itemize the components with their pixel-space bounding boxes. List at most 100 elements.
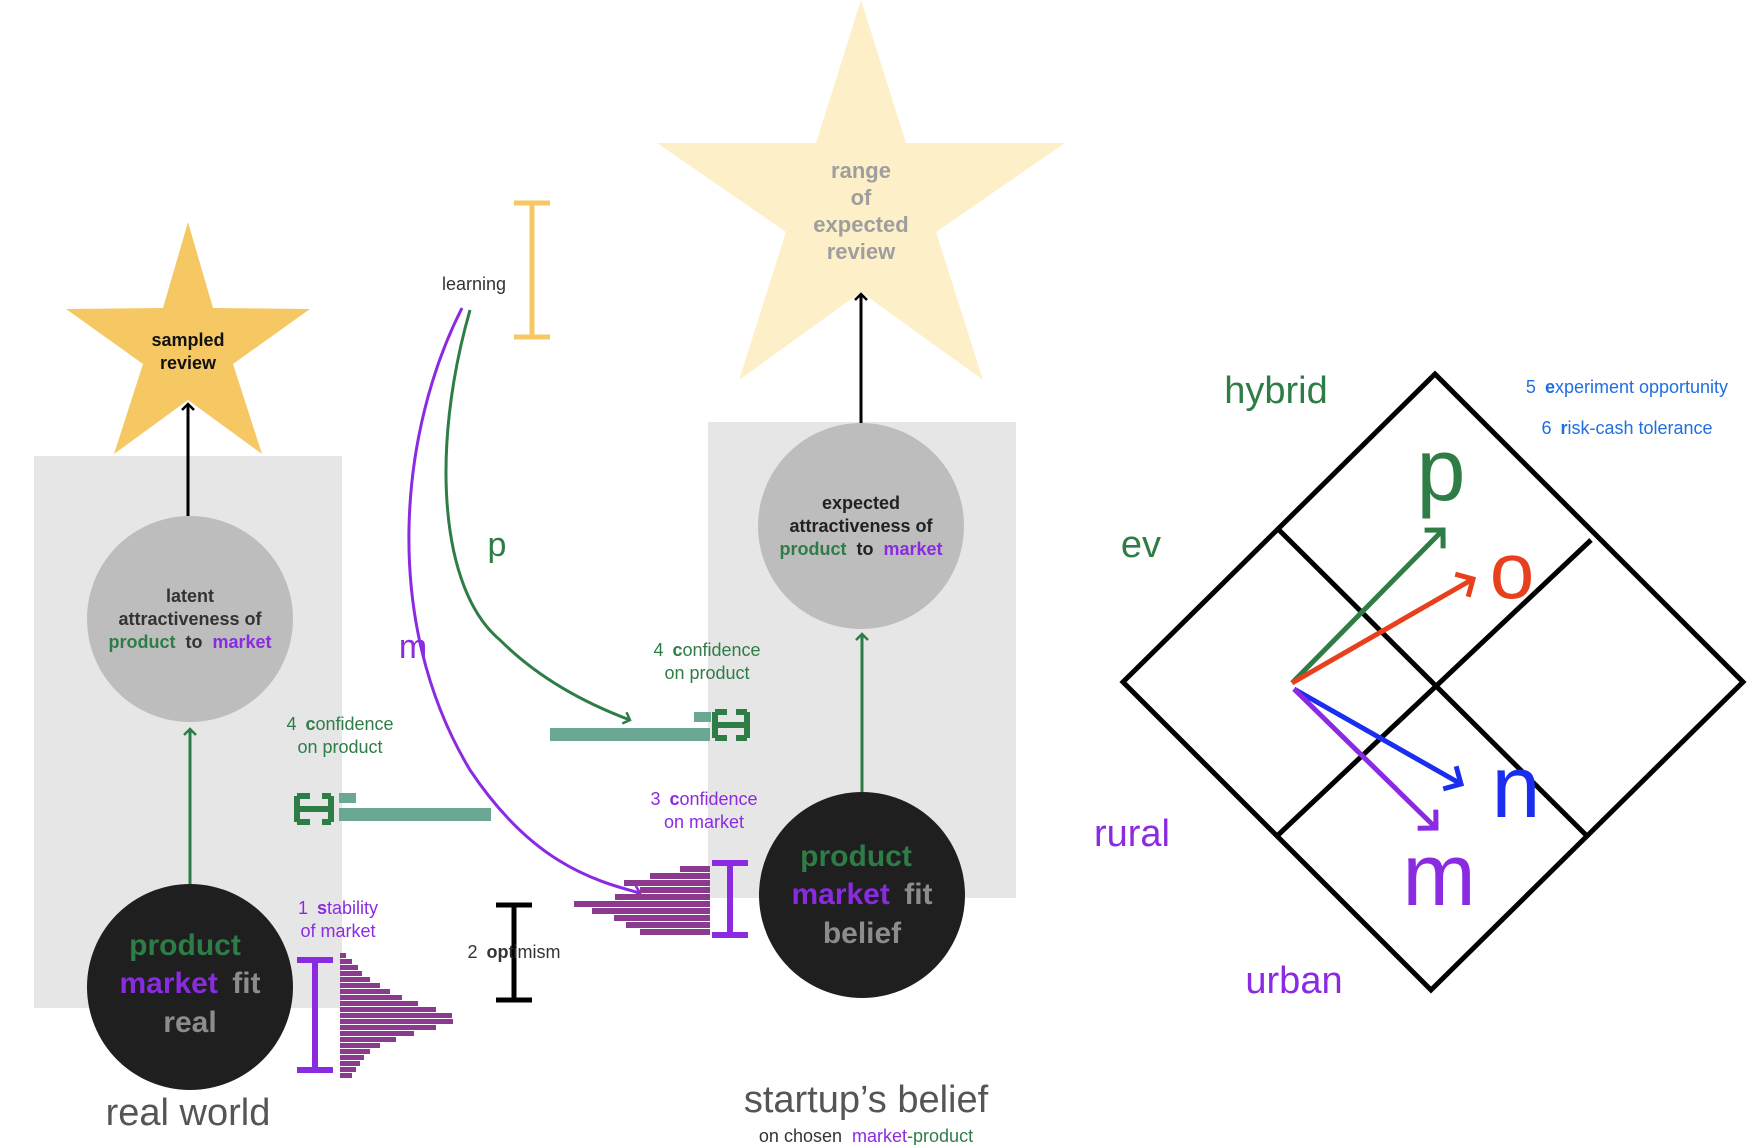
optimism-num: 2 <box>467 942 477 962</box>
grid-label-urban: urban <box>1245 960 1342 1002</box>
belief-hist-row <box>640 929 710 935</box>
stability-hist-row <box>340 1013 452 1018</box>
stability-hist-row <box>340 989 390 994</box>
vector-m <box>1292 687 1439 831</box>
stability-bold: s <box>317 898 327 918</box>
grid-line-b <box>1275 538 1593 838</box>
pmf-belief-market-fit: market fit <box>791 878 932 911</box>
grid-label-rural: rural <box>1094 813 1170 855</box>
belief-hist-row <box>626 922 710 928</box>
range-label-4: review <box>827 239 896 264</box>
pmf-real-market-fit: market fit <box>119 967 260 1000</box>
range-label-2: of <box>851 185 872 210</box>
belief-hist-row <box>592 908 710 914</box>
belief-sub-product: -product <box>907 1126 973 1145</box>
latent-label-3: product to market <box>108 632 271 652</box>
latent-market-word: market <box>212 632 271 652</box>
sampled-review-label-1: sampled <box>151 330 224 350</box>
m-curve-label: m <box>399 628 427 666</box>
belief-hist-row <box>650 873 710 879</box>
learning-bracket <box>514 200 550 340</box>
vector-label-m: m <box>1402 825 1475 924</box>
belief-confp-bold: c <box>672 640 682 660</box>
stability-hist-row <box>340 977 370 982</box>
grid-line-a <box>1275 526 1589 838</box>
real-confidence-num: 4 <box>286 714 296 734</box>
belief-subcaption: on chosen market-product <box>759 1126 973 1145</box>
legend-5-rest: xperiment opportunity <box>1555 377 1728 397</box>
belief-confp-num: 4 <box>653 640 663 660</box>
real-world-caption: real world <box>106 1092 271 1134</box>
belief-confidence-teal-bar <box>550 728 710 741</box>
belief-market-bracket <box>712 860 748 938</box>
expected-label-3: product to market <box>779 539 942 559</box>
stability-line2: of market <box>300 921 375 941</box>
expected-to-word: to <box>856 539 873 559</box>
belief-hist-row <box>680 866 710 872</box>
real-confidence-rest: onfidence <box>315 714 393 734</box>
stability-hist-row <box>340 1037 396 1042</box>
belief-confidence-product-bar <box>550 709 750 741</box>
stability-bracket <box>297 957 333 1073</box>
stability-hist-row <box>340 1073 352 1078</box>
legend-6-rest: isk-cash tolerance <box>1567 418 1712 438</box>
p-curve-label: p <box>488 526 507 564</box>
pmf-real-fit-word: fit <box>232 967 260 1000</box>
stability-hist-row <box>340 1061 360 1066</box>
belief-confm-bold: c <box>669 789 679 809</box>
belief-confp-rest: onfidence <box>682 640 760 660</box>
pmf-real-product: product <box>129 929 241 962</box>
stability-hist-row <box>340 965 358 970</box>
real-confidence-teal-bar <box>339 808 491 821</box>
belief-market-histogram <box>574 866 710 935</box>
belief-confidence-tick <box>694 712 711 722</box>
belief-confm-num: 3 <box>650 789 660 809</box>
legend-6-bold: r <box>1560 418 1567 438</box>
belief-sub-market: market <box>852 1126 907 1145</box>
stability-hist-row <box>340 971 362 976</box>
vector-n <box>1292 686 1465 792</box>
stability-hist-row <box>340 1067 356 1072</box>
stability-line1: 1 stability <box>298 898 378 918</box>
stability-hist-row <box>340 1019 453 1024</box>
stability-hist-row <box>340 1025 436 1030</box>
belief-confidence-bracket <box>712 709 750 741</box>
range-label-1: range <box>831 158 891 183</box>
expected-product-word: product <box>779 539 846 559</box>
pmf-real-node <box>87 884 293 1090</box>
expected-label-2: attractiveness of <box>789 516 933 536</box>
sampled-review-star <box>66 222 310 454</box>
stability-hist-row <box>340 1001 418 1006</box>
optimism-label: 2 optimism <box>467 942 560 962</box>
latent-attractiveness-node <box>87 516 293 722</box>
belief-hist-row <box>574 901 710 907</box>
vector-p <box>1290 527 1446 685</box>
belief-confm-rest: onfidence <box>679 789 757 809</box>
grid-label-ev: ev <box>1121 524 1161 566</box>
optimism-rest: timism <box>509 942 561 962</box>
belief-hist-row <box>614 915 710 921</box>
pmf-real-market-word: market <box>119 967 217 1000</box>
belief-confidence-market-line2: on market <box>664 812 744 832</box>
belief-hist-row <box>640 887 710 893</box>
latent-product-word: product <box>108 632 175 652</box>
segment-diamond <box>1119 370 1747 994</box>
vector-label-o: o <box>1490 526 1535 615</box>
real-confidence-product-bar <box>294 793 491 825</box>
stability-hist-row <box>340 953 346 958</box>
segment-grid-section: hybrid ev rural urban 5 experiment oppor… <box>1094 370 1747 1002</box>
pmf-belief-market-word: market <box>791 878 889 911</box>
vector-o <box>1290 571 1477 686</box>
belief-hist-row <box>624 880 710 886</box>
expected-attractiveness-node <box>758 423 964 629</box>
belief-confidence-product-line2: on product <box>664 663 749 683</box>
stability-hist-row <box>340 1031 414 1036</box>
legend-6-num: 6 <box>1541 418 1551 438</box>
latent-label-1: latent <box>166 586 214 606</box>
expected-market-word: market <box>883 539 942 559</box>
stability-num: 1 <box>298 898 308 918</box>
belief-confidence-product-line1: 4 confidence <box>653 640 760 660</box>
range-label-3: expected <box>813 212 908 237</box>
real-confidence-product-line2: on product <box>297 737 382 757</box>
